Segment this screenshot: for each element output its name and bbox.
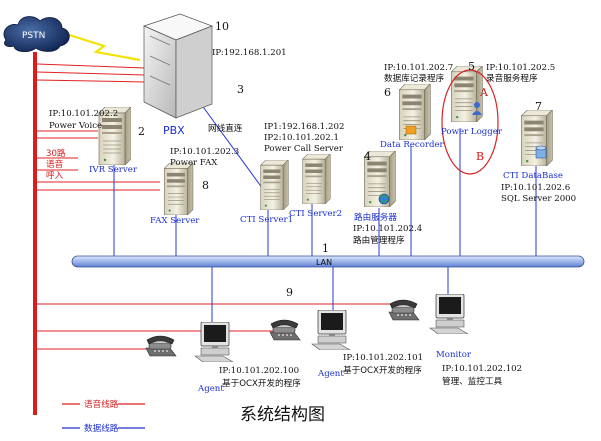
power-logger-number: 5 [468,60,475,73]
fax-server-icon [163,163,194,215]
database-cylinder-icon [535,145,547,159]
fax-label: FAX Server [150,216,200,226]
lan-label: LAN [316,258,332,267]
user-icon-head [474,102,480,108]
lan-bus [71,255,585,268]
phone-icon-1 [145,335,177,357]
cti-ip1: IP1:192.168.1.202 [264,122,344,132]
voice-in-line1: 30路 [46,147,66,159]
ivr-product: Power Voice [49,121,102,131]
monitor-pc-icon [429,294,469,334]
fax-ip: IP:10.101.202.3 [170,147,239,157]
voice-line-pbx-a [36,63,146,69]
pstn-label: PSTN [22,31,45,41]
pbx-number: 10 [215,20,229,33]
data-recorder-number: 6 [384,86,391,99]
legend-voice-label: 语音线路 [84,398,119,410]
cti-server1-icon [260,160,289,210]
agent2-program: 基于OCX开发的程序 [343,364,422,376]
cti-server2-icon [302,154,331,204]
router-number: 4 [364,150,371,163]
pbx-device: PBX [143,13,213,137]
power-logger-label: Power Logger [441,127,503,137]
data-recorder-ip: IP:10.101.202.7 [384,63,453,73]
cti-db-number: 7 [535,100,542,113]
pbx-number-3: 3 [237,83,244,96]
cti-db-ip: IP:10.101.202.6 [501,183,570,193]
agent1-pc-icon [194,322,234,362]
cti-server1-label: CTI Server1 [240,215,293,225]
legend-data-label: 数据线路 [84,422,119,434]
ivr-ip: IP:10.101.202.2 [49,109,118,119]
agent1-ip: IP:10.101.202.100 [219,366,299,376]
ivr-number: 2 [138,125,145,138]
data-recorder-program: 数据库记录程序 [384,72,445,84]
voice-line-pbx-c [36,79,146,83]
monitor-label: Monitor [436,350,472,360]
voice-in-line3: 呼入 [46,170,64,181]
agent1-label: Agent [197,384,224,394]
router-label: 路由服务器 [354,211,397,223]
voice-in-line2: 语音 [46,158,64,170]
agent2-ip: IP:10.101.202.101 [343,353,423,363]
phone-icon-2 [269,319,301,341]
pbx-label: PBX [163,124,185,137]
direct-link-label: 网线直连 [208,122,243,134]
router-program: 路由管理程序 [353,234,405,246]
pbx-ip: IP:192.168.1.201 [212,48,287,58]
agents-number: 9 [286,286,293,299]
phone-icon-3 [388,299,420,321]
legend: 语音线路 数据线路 [62,398,145,434]
diagram-title: 系统结构图 [240,405,325,425]
cti-db-product: SQL Server 2000 [501,194,576,204]
voice-line-pbx-b [36,71,146,76]
agent1-program: 基于OCX开发的程序 [222,377,301,389]
power-logger-program: 录音服务程序 [486,72,538,84]
fax-product: Power FAX [170,158,218,168]
data-recorder-label: Data Recorder [380,140,445,150]
cti-product: Power Call Server [264,144,344,154]
lightning-bolt [65,32,141,62]
folder-icon [405,125,417,135]
pstn-cloud: PSTN [3,16,70,52]
power-logger-ip: IP:10.101.202.5 [486,63,555,73]
router-ip: IP:10.101.202.4 [353,224,423,234]
fax-number: 8 [202,179,209,192]
cti-server2-label: CTI Server2 [289,209,342,219]
agent2-label: Agent [317,369,344,379]
ivr-label: IVR Server [89,165,138,175]
monitor-program: 管理、监控工具 [442,375,503,387]
cti-ip2: IP2:10.101.202.1 [264,133,339,143]
lan-number: 1 [322,242,329,255]
mark-b: B [476,150,484,163]
mark-a: A [479,86,489,99]
cti-db-label: CTI DataBase [503,171,563,181]
logger-highlight-ellipse [441,69,499,175]
agent2-pc-icon [311,310,351,350]
monitor-ip: IP:10.101.202.102 [442,364,522,374]
